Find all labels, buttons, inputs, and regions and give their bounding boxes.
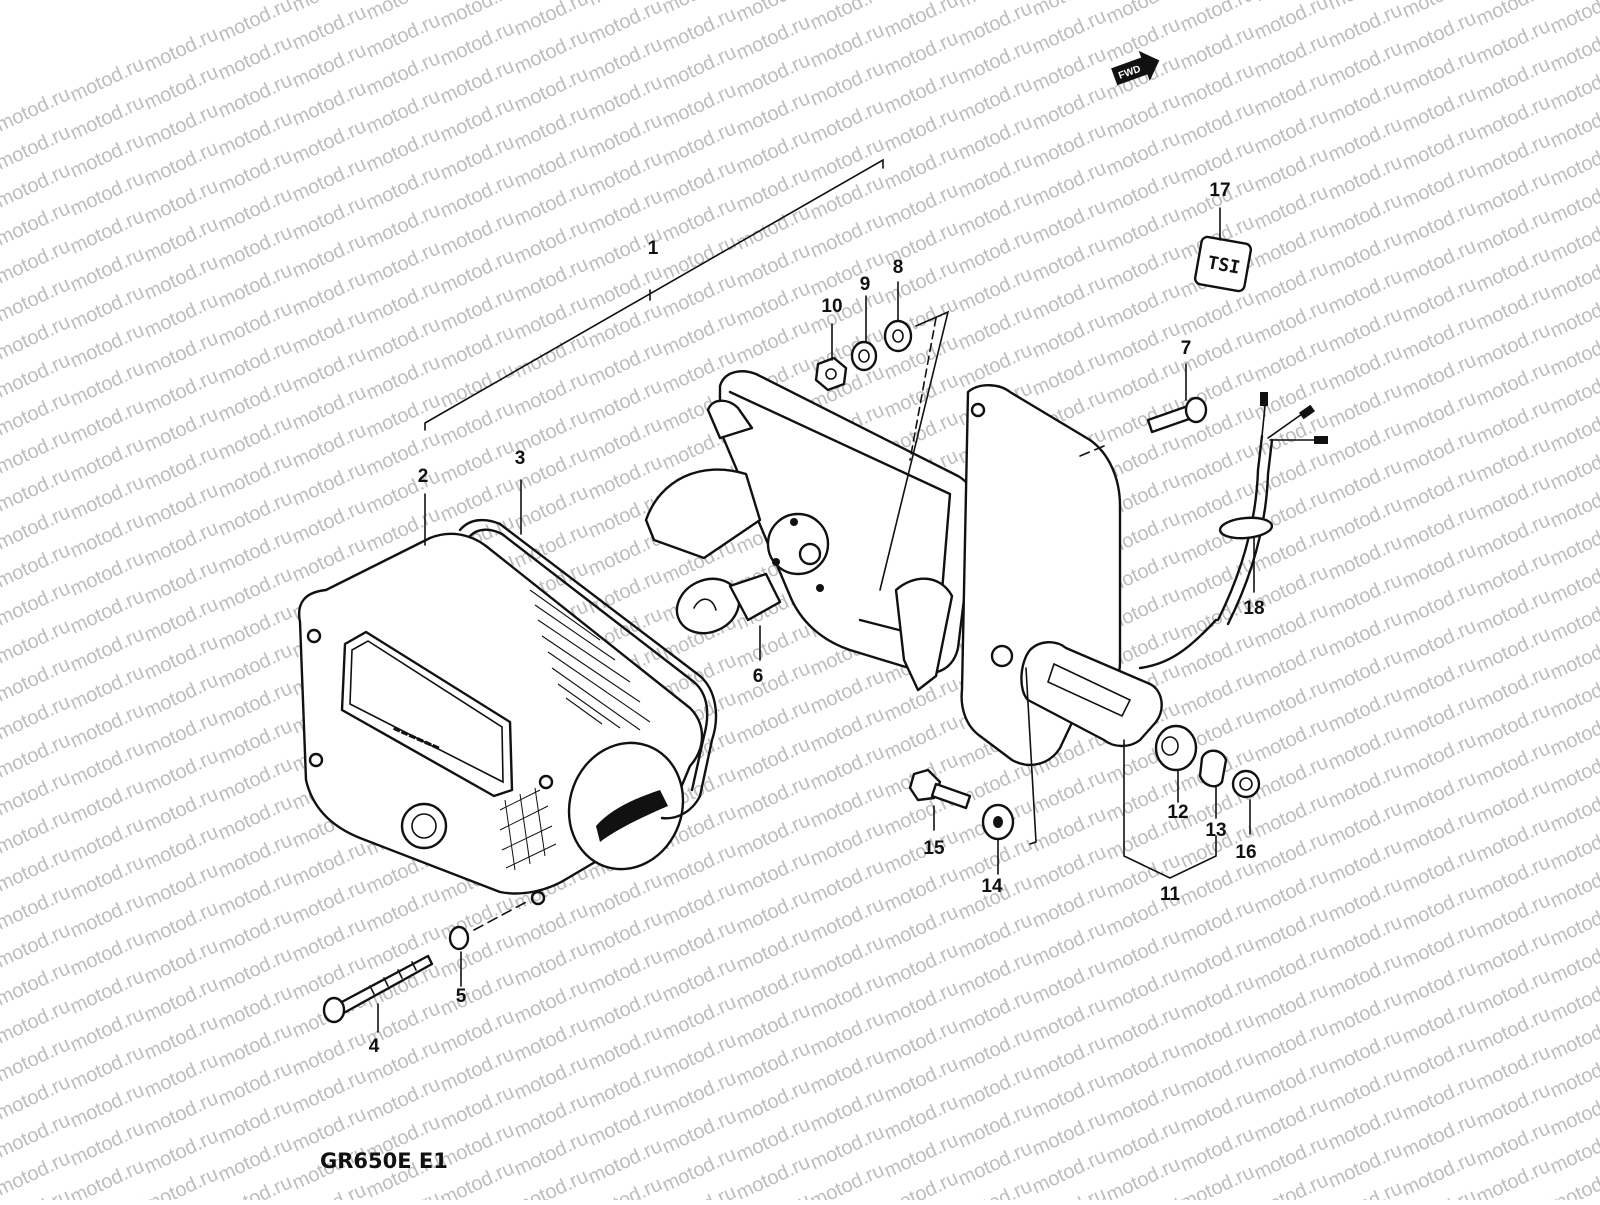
callout-4: 4 <box>369 1036 380 1057</box>
mounting-plate-part <box>960 384 1163 767</box>
washer-14-part <box>981 803 1015 841</box>
callout-labels: 1 2 3 4 5 6 7 8 9 10 11 12 13 14 15 16 1… <box>369 180 1265 1057</box>
washer-5-part <box>448 925 470 951</box>
callout-7: 7 <box>1181 338 1192 359</box>
callout-5: 5 <box>456 986 467 1007</box>
washer-8-part <box>883 319 913 353</box>
gasket-part <box>458 518 718 820</box>
housing-base-part <box>644 370 977 692</box>
callout-15: 15 <box>923 838 945 859</box>
watermark-text: motod.ru <box>1547 0 1600 39</box>
callout-8: 8 <box>893 257 904 278</box>
forward-arrow-icon: FWD <box>1111 50 1160 86</box>
callout-9: 9 <box>860 274 871 295</box>
collar-13-part <box>1198 749 1228 788</box>
callout-13: 13 <box>1205 820 1226 841</box>
callout-6: 6 <box>753 666 764 687</box>
label-plate-17-part: TSI <box>1193 235 1253 293</box>
callout-1: 1 <box>648 238 659 259</box>
callout-16: 16 <box>1235 842 1256 863</box>
callout-2: 2 <box>418 466 429 487</box>
bulb-part <box>675 572 782 635</box>
callout-10: 10 <box>821 296 842 317</box>
callout-14: 14 <box>981 876 1003 897</box>
lockwasher-9-part <box>850 340 878 372</box>
nut-10-part <box>814 356 848 392</box>
wire-harness-part <box>1138 392 1328 670</box>
callout-3: 3 <box>515 448 526 469</box>
model-code: GR650E E1 <box>320 1149 448 1173</box>
leader-8 <box>879 310 950 591</box>
lens-part: ▬▬▬▬▬▬ <box>297 532 704 906</box>
leader-1 <box>424 158 884 431</box>
grommet-12-part <box>1154 724 1198 772</box>
leader-lines <box>377 207 1255 1033</box>
screw-4-part <box>322 954 434 1024</box>
callout-12: 12 <box>1167 802 1188 823</box>
nut-16-part <box>1231 769 1261 799</box>
callout-17: 17 <box>1209 180 1230 201</box>
bolt-15-part <box>908 768 972 810</box>
callout-11: 11 <box>1160 884 1181 905</box>
callout-18: 18 <box>1243 598 1264 619</box>
bolt-7-part <box>1079 396 1208 457</box>
